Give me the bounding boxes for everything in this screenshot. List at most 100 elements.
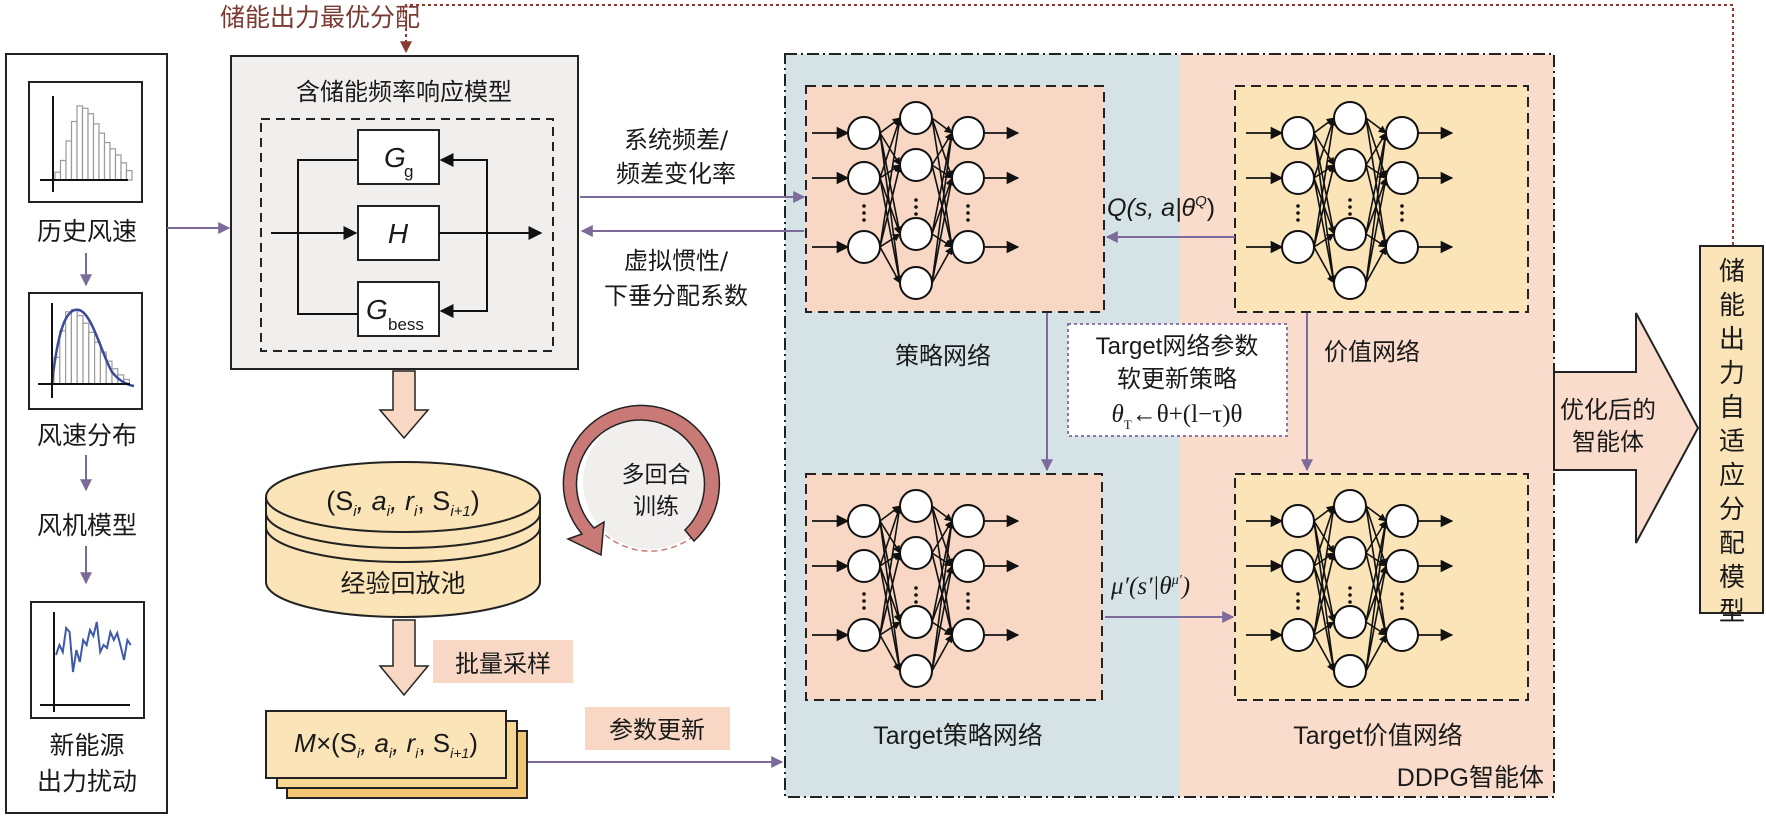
frequency-response-model: 含储能频率响应模型 G g H G bess: [230, 55, 579, 370]
histogram-icon: [28, 81, 143, 203]
neural-network-icon: [1246, 101, 1454, 300]
histogram-bar: [81, 107, 89, 181]
minibatch-stack: M×(Si, ai, ri, Si+1): [265, 710, 528, 799]
param-update-badge: [585, 707, 730, 750]
target-policy-network-box: [805, 473, 1103, 701]
turbine-model-label: 风机模型: [37, 511, 137, 540]
neural-network-icon: [812, 489, 1020, 688]
optimized-agent-line2: 智能体: [1572, 428, 1644, 456]
feedback-path: [400, 4, 1734, 245]
neuron: [1333, 266, 1367, 300]
soft-update-formula: θT←θ+(l−τ)θ: [1111, 401, 1242, 432]
neuron: [1385, 161, 1419, 195]
gg-sub: g: [404, 162, 413, 181]
neural-network-icon: [1246, 489, 1454, 688]
gg-block: [357, 129, 440, 185]
neuron: [1385, 116, 1419, 150]
training-loop-icon: 多回合 训练: [562, 404, 721, 557]
neuron: [899, 217, 933, 251]
training-loop-line2: 训练: [633, 494, 679, 520]
policy-network-label: 策略网络: [895, 342, 991, 370]
value-network-label: 价值网络: [1324, 338, 1420, 366]
neuron: [1385, 504, 1419, 538]
neuron: [1281, 549, 1315, 583]
neuron: [899, 101, 933, 135]
neuron: [1281, 504, 1315, 538]
neuron: [1333, 536, 1367, 570]
distribution-curve-icon: [28, 292, 143, 410]
state-label-1: 系统频差/: [624, 126, 729, 154]
adaptive-model-label: 储能出力自适应分配模型: [1719, 257, 1745, 627]
neuron: [1385, 549, 1419, 583]
neuron: [899, 654, 933, 688]
neuron: [1281, 618, 1315, 652]
action-label-2: 下垂分配系数: [604, 282, 748, 310]
optimized-agent-line1: 优化后的: [1560, 396, 1656, 424]
histogram-bar: [125, 170, 133, 181]
param-update-label: 参数更新: [609, 716, 705, 744]
neuron: [1281, 116, 1315, 150]
histogram-bar: [114, 154, 122, 181]
neuron: [1333, 217, 1367, 251]
histogram-bar: [70, 120, 78, 181]
gbess-sub: bess: [388, 315, 424, 334]
replay-buffer-label: 经验回放池: [340, 569, 465, 598]
histogram-bar: [54, 171, 62, 181]
neuron: [1333, 148, 1367, 182]
renewable-disturbance-label-1: 新能源: [49, 731, 124, 760]
target-value-network-label: Target价值网络: [1293, 722, 1462, 750]
neuron: [1333, 605, 1367, 639]
mu-prime-label: μ′(s′|θμ′): [1110, 573, 1190, 600]
replay-tuple: (Si, ai, ri, Si+1): [326, 486, 480, 520]
histogram-bar: [92, 123, 100, 181]
histogram-bar: [65, 140, 73, 181]
neuron: [951, 618, 985, 652]
neuron: [1281, 161, 1315, 195]
target-policy-network-label: Target策略网络: [873, 722, 1042, 750]
batch-sample-label: 批量采样: [455, 650, 551, 678]
neuron: [951, 549, 985, 583]
neuron: [1333, 101, 1367, 135]
neuron: [847, 504, 881, 538]
ddpg-label: DDPG智能体: [1397, 764, 1544, 792]
neuron: [899, 536, 933, 570]
freq-model-title: 含储能频率响应模型: [296, 78, 512, 106]
neuron: [847, 618, 881, 652]
neuron: [1385, 230, 1419, 264]
histogram-bar: [103, 141, 111, 181]
h-label: H: [388, 218, 409, 249]
neuron: [1333, 654, 1367, 688]
histogram-bar: [76, 105, 84, 181]
policy-network-box: [805, 85, 1105, 313]
histogram-bar: [59, 330, 67, 385]
optimized-agent-arrow: 优化后的 智能体: [1553, 312, 1700, 544]
soft-update-line2: 软更新策略: [1117, 365, 1237, 393]
neural-network-icon: [812, 101, 1020, 300]
gg-label: G: [384, 142, 406, 173]
histogram-bar: [93, 341, 101, 385]
neuron: [899, 266, 933, 300]
histogram-bar: [120, 162, 128, 181]
soft-update-box: Target网络参数 软更新策略 θT←θ+(l−τ)θ: [1067, 323, 1288, 437]
power-fluctuation-icon: [30, 601, 145, 719]
neuron: [899, 605, 933, 639]
histogram-bar: [76, 315, 84, 385]
histogram-bar: [70, 308, 78, 385]
histogram-bar: [87, 113, 95, 181]
state-label-2: 频差变化率: [616, 160, 736, 188]
neuron: [1281, 230, 1315, 264]
neuron: [1333, 489, 1367, 523]
down-arrow-to-batch: [378, 619, 430, 697]
neuron: [951, 116, 985, 150]
neuron: [847, 230, 881, 264]
neuron: [899, 148, 933, 182]
action-label-1: 虚拟惯性/: [624, 247, 729, 275]
histogram-bar: [82, 322, 90, 385]
gbess-block: [357, 281, 440, 337]
histogram-bar: [109, 148, 117, 181]
wind-distribution-label: 风速分布: [37, 421, 137, 450]
neuron: [847, 549, 881, 583]
histogram-bar: [98, 132, 106, 181]
